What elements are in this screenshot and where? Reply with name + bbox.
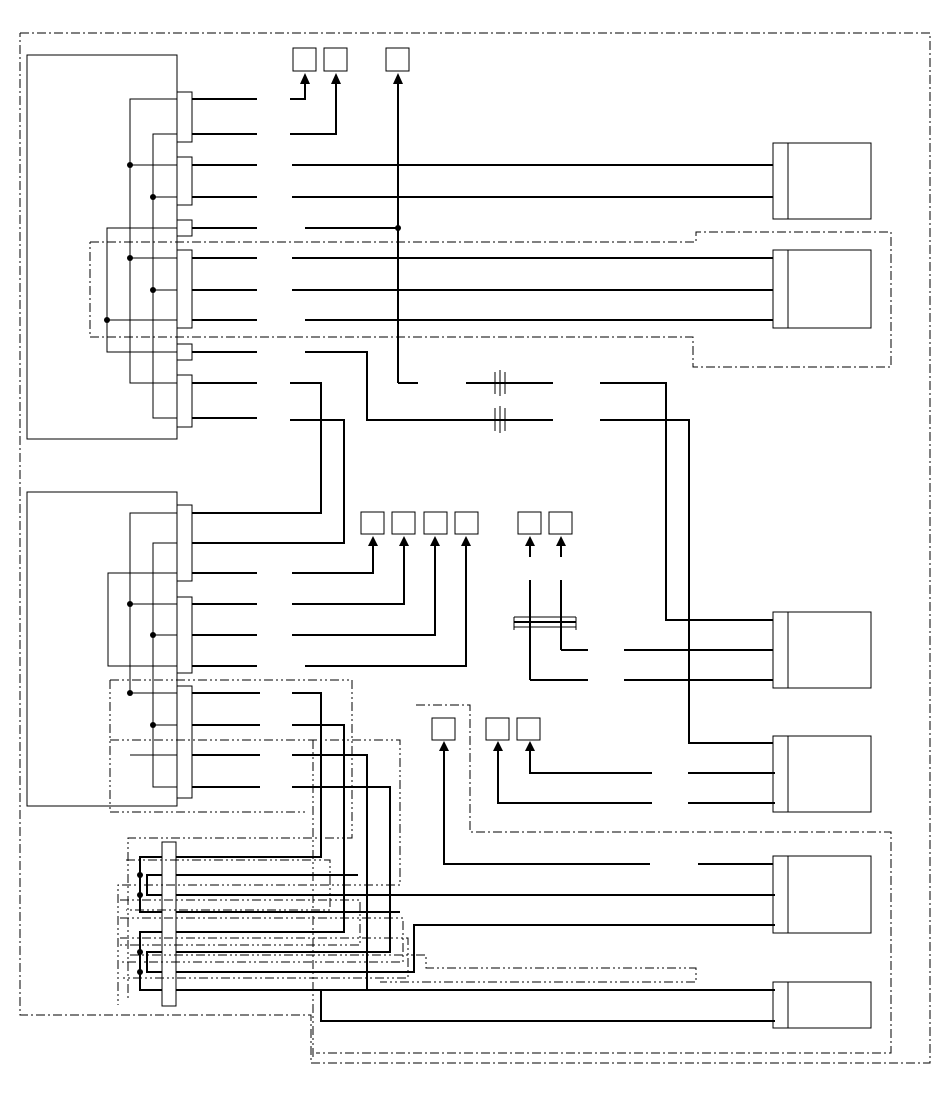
terminal-box — [423, 511, 448, 535]
terminal-box — [548, 511, 573, 535]
terminal-box — [323, 47, 348, 72]
lower-module-connector-group — [176, 504, 193, 799]
arrow-icon — [393, 73, 403, 84]
terminal-box — [292, 47, 317, 72]
arrow-icon — [556, 536, 566, 546]
arrow-icon — [439, 741, 449, 751]
connector-block — [176, 685, 193, 799]
inline-connector — [466, 370, 553, 433]
upper-pin-stubs — [192, 98, 257, 419]
right-device-2 — [772, 249, 872, 329]
right-device-5 — [772, 855, 872, 934]
upper-module-connector-group — [176, 91, 193, 428]
terminal-box — [385, 47, 410, 72]
right-device-1 — [772, 142, 872, 220]
arrow-icon — [461, 536, 471, 546]
arrow-icon — [331, 73, 341, 84]
splice-connector — [513, 580, 577, 680]
terminal-box — [454, 511, 479, 535]
arrow-icon — [525, 536, 535, 546]
connector-block — [176, 219, 193, 237]
right-device-6 — [772, 981, 872, 1029]
right-device-3 — [772, 611, 872, 689]
arrow-icon — [300, 73, 310, 84]
connector-block — [176, 249, 193, 329]
top-terminal-group — [292, 47, 410, 72]
arrow-icon — [525, 741, 535, 751]
shield-zone — [89, 231, 892, 368]
outer-boundary — [19, 32, 931, 1064]
harness-bundle — [137, 856, 162, 991]
lower-terminal-group — [431, 717, 541, 741]
connector-block — [176, 596, 193, 674]
terminal-box — [391, 511, 416, 535]
connector-block — [176, 91, 193, 143]
right-device-4 — [772, 735, 872, 813]
connector-block — [176, 504, 193, 582]
terminal-box — [516, 717, 541, 741]
arrow-icon — [493, 741, 503, 751]
terminal-box — [360, 511, 385, 535]
terminal-box — [431, 717, 456, 741]
shield-zone — [316, 704, 892, 1054]
harness-connector — [161, 841, 177, 1007]
arrow-icon — [430, 536, 440, 546]
terminal-box — [517, 511, 542, 535]
arrow-icon — [399, 536, 409, 546]
connector-block — [176, 156, 193, 206]
upper-control-module — [26, 54, 178, 440]
terminal-box — [485, 717, 510, 741]
connector-block — [176, 343, 193, 361]
arrow-icon — [368, 536, 378, 546]
lower-control-module — [26, 491, 178, 807]
connector-block — [176, 374, 193, 428]
lower-pin-stubs — [192, 572, 260, 788]
middle-terminal-group — [360, 511, 573, 535]
